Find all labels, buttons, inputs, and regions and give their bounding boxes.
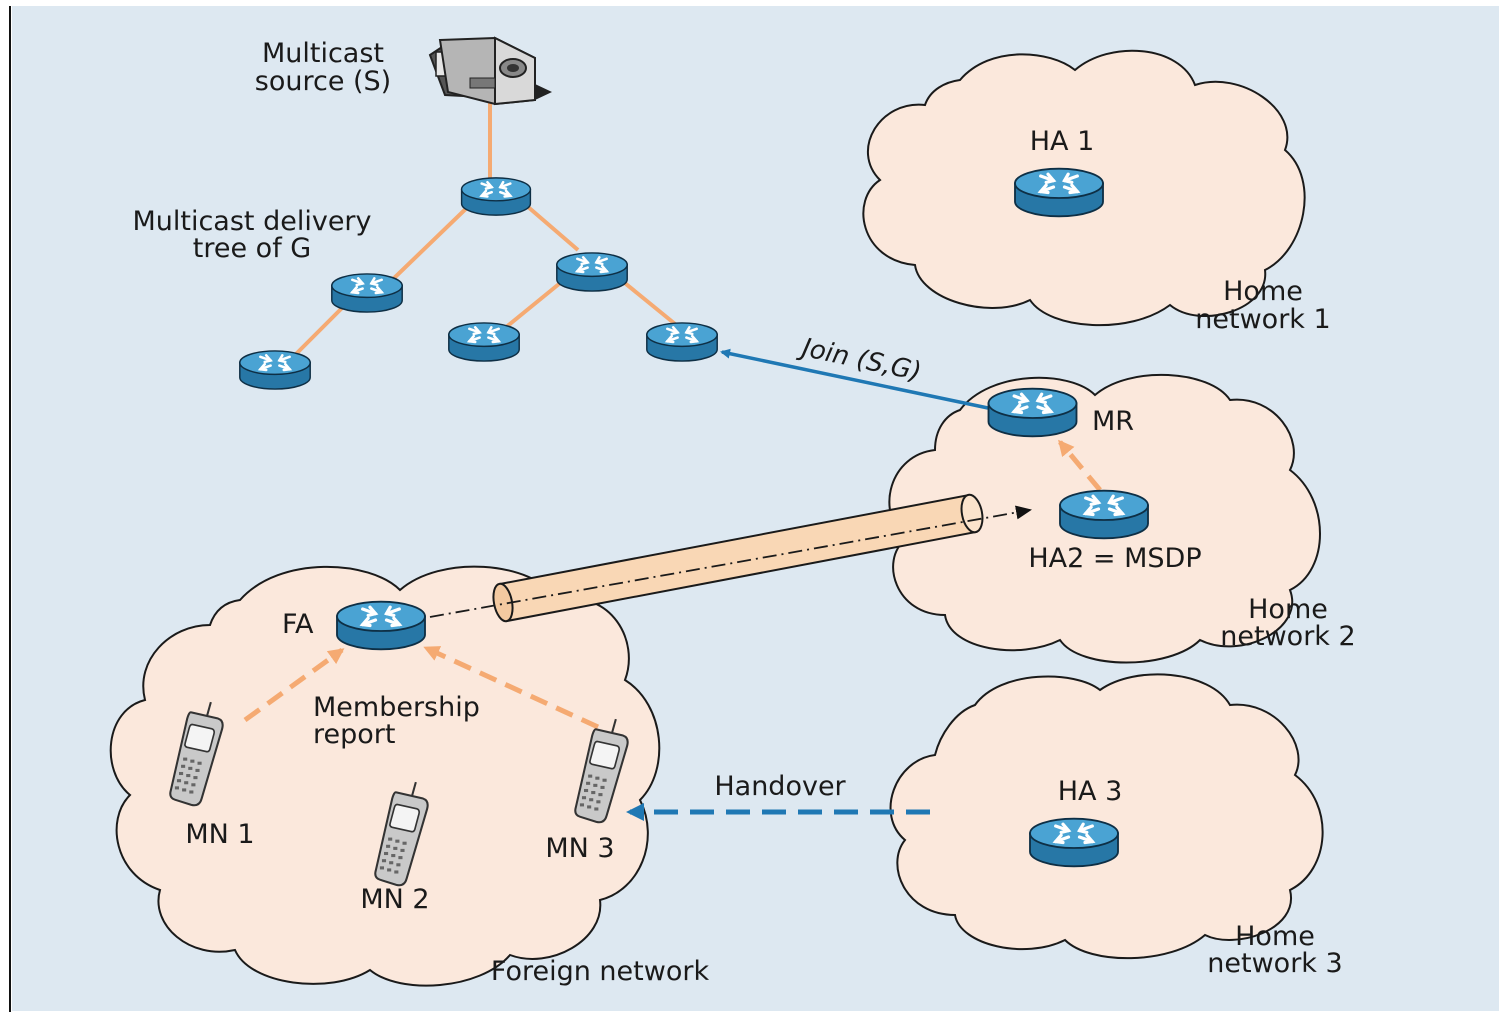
multicast-tree-links bbox=[288, 100, 682, 362]
router-icon-tree-right bbox=[555, 251, 629, 293]
join-arrow bbox=[720, 348, 989, 410]
mn1-label: MN 1 bbox=[185, 819, 254, 850]
ha2-msdp-label: HA2 = MSDP bbox=[1028, 543, 1201, 574]
router-icon-fa bbox=[335, 599, 427, 652]
home-network-3-label-line2: network 3 bbox=[1207, 948, 1342, 979]
mn3-label: MN 3 bbox=[545, 833, 614, 864]
fa-label: FA bbox=[282, 609, 314, 640]
router-icon-tree-leaf-2 bbox=[447, 321, 521, 363]
video-camera-icon bbox=[428, 36, 552, 106]
handover-label: Handover bbox=[714, 771, 846, 802]
membership-report-label-line1: Membership bbox=[313, 692, 480, 723]
ha2-to-mr-arrow bbox=[1058, 439, 1102, 492]
home-network-2-label-line1: Home bbox=[1248, 594, 1328, 625]
home-network-1-label-line2: network 1 bbox=[1195, 304, 1330, 335]
multicast-source-label-line1: Multicast bbox=[262, 38, 384, 69]
router-icon-mr bbox=[986, 387, 1079, 438]
mr-label: MR bbox=[1092, 406, 1134, 437]
membership-arrow-mn1 bbox=[243, 647, 345, 723]
membership-report-label-line2: report bbox=[313, 719, 395, 750]
membership-arrow-mn3 bbox=[423, 645, 600, 730]
router-icon-ha2 bbox=[1058, 488, 1150, 541]
ha3-label: HA 3 bbox=[1058, 776, 1123, 807]
router-icon-ha1 bbox=[1013, 166, 1105, 219]
delivery-tree-label-line2: tree of G bbox=[193, 233, 311, 264]
home-network-3-label-line1: Home bbox=[1235, 921, 1315, 952]
tunnel-path bbox=[429, 505, 1032, 618]
foreign-network-label: Foreign network bbox=[491, 956, 710, 987]
ha1-label: HA 1 bbox=[1030, 126, 1095, 157]
tunnel bbox=[492, 493, 984, 623]
delivery-tree-label-line1: Multicast delivery bbox=[132, 206, 371, 237]
home-network-1-label-line1: Home bbox=[1223, 276, 1303, 307]
router-icon-ha3 bbox=[1028, 816, 1120, 869]
router-icon-tree-leaf-1 bbox=[238, 349, 312, 391]
home-network-2-label-line2: network 2 bbox=[1220, 621, 1355, 652]
router-icon-tree-left bbox=[330, 272, 404, 314]
router-icon-tree-root bbox=[460, 176, 532, 217]
router-icon-tree-leaf-3 bbox=[645, 321, 719, 363]
cloud-home-network-3 bbox=[889, 673, 1324, 960]
multicast-source-label-line2: source (S) bbox=[255, 66, 391, 97]
mn2-label: MN 2 bbox=[360, 884, 429, 915]
